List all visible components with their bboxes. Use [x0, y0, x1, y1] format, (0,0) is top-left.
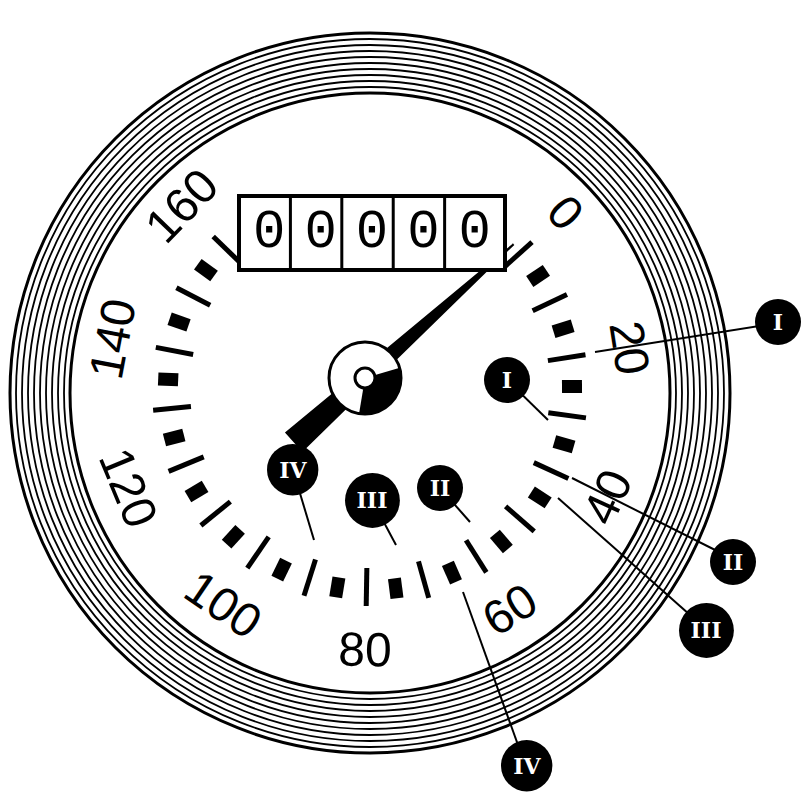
scale-tick: [394, 578, 397, 598]
bezel-ring: [28, 51, 712, 735]
scale-number: 120: [90, 442, 165, 534]
badge-fill: [267, 444, 318, 495]
scale-ticks: [153, 237, 586, 606]
scale-number: 80: [338, 625, 392, 674]
bezel-ring: [52, 75, 688, 711]
callout-badge: III: [345, 473, 400, 528]
scale-tick: [336, 577, 339, 597]
scale-tick: [201, 502, 230, 526]
scale-number: 20: [601, 318, 657, 378]
needle: [286, 244, 513, 450]
scale-tick: [304, 560, 316, 596]
leader-lines: [293, 322, 785, 770]
scale-number: 140: [82, 295, 144, 383]
badge-fill: [417, 465, 463, 511]
callout-badge: I: [484, 357, 530, 403]
scale-tick: [364, 568, 370, 606]
needle-hub: [329, 342, 401, 414]
badge-fill: [345, 473, 400, 528]
callout-number: II: [723, 551, 744, 573]
odometer-digits: 00000: [253, 206, 503, 260]
scale-number: 40: [575, 462, 641, 530]
callout-badge: III: [679, 603, 734, 658]
scale-number: 0: [538, 187, 592, 239]
scale-tick: [158, 372, 178, 386]
scale-tick: [506, 506, 535, 531]
scale-tick: [504, 242, 532, 267]
scale-tick: [548, 355, 586, 361]
callout-number: IV: [513, 755, 540, 777]
callout-badge: II: [417, 465, 463, 511]
callout-number: I: [502, 369, 512, 391]
leader-line: [558, 498, 707, 630]
scale-tick: [554, 326, 573, 332]
odometer-display: 00000: [237, 194, 506, 272]
badge-fill: [710, 539, 756, 585]
bezel-rings: [10, 33, 730, 753]
scale-tick: [531, 492, 548, 503]
callout-number: II: [430, 477, 451, 499]
needle-pivot: [355, 368, 375, 388]
scale-tick: [448, 563, 456, 581]
scale-tick: [277, 561, 286, 579]
bezel-ring: [46, 69, 694, 717]
callout-number: III: [357, 489, 388, 511]
scale-tick: [156, 347, 193, 354]
scale-tick: [562, 380, 582, 393]
callout-badge: II: [710, 539, 756, 585]
bezel-ring: [70, 93, 670, 693]
bezel-ring: [22, 45, 718, 741]
callout-badge: IV: [267, 444, 318, 495]
badge-fill: [501, 740, 552, 791]
scale-tick: [188, 486, 205, 496]
scale-tick: [227, 529, 241, 544]
scale-tick: [548, 413, 586, 418]
callout-number: III: [691, 619, 722, 641]
callout-badge: IV: [501, 740, 552, 791]
badge-fill: [484, 357, 530, 403]
callout-badge: I: [755, 299, 801, 345]
scale-tick: [554, 442, 573, 448]
badge-fill: [679, 603, 734, 658]
badge-fill: [755, 299, 801, 345]
scale-tick: [534, 463, 569, 479]
scale-tick: [533, 295, 567, 311]
scale-number: 60: [474, 575, 545, 644]
bezel-ring: [58, 81, 682, 705]
bezel-ring: [40, 63, 700, 723]
bezel-ring: [64, 87, 676, 699]
callout-number: IV: [279, 459, 306, 481]
scale-tick: [418, 561, 428, 598]
scale-tick: [247, 537, 268, 568]
callout-number: I: [773, 311, 783, 333]
scale-tick: [153, 406, 191, 410]
scale-tick: [170, 319, 189, 326]
scale-tick: [495, 534, 508, 549]
bezel-ring: [10, 33, 730, 753]
scale-tick: [198, 264, 214, 276]
scale-tick: [176, 288, 210, 305]
scale-tick: [164, 435, 183, 440]
scale-tick: [169, 457, 204, 472]
scale-tick: [530, 270, 547, 281]
scale-tick: [213, 237, 240, 263]
bezel-ring: [34, 57, 706, 729]
scale-tick: [466, 540, 486, 572]
bezel-ring: [16, 39, 724, 747]
